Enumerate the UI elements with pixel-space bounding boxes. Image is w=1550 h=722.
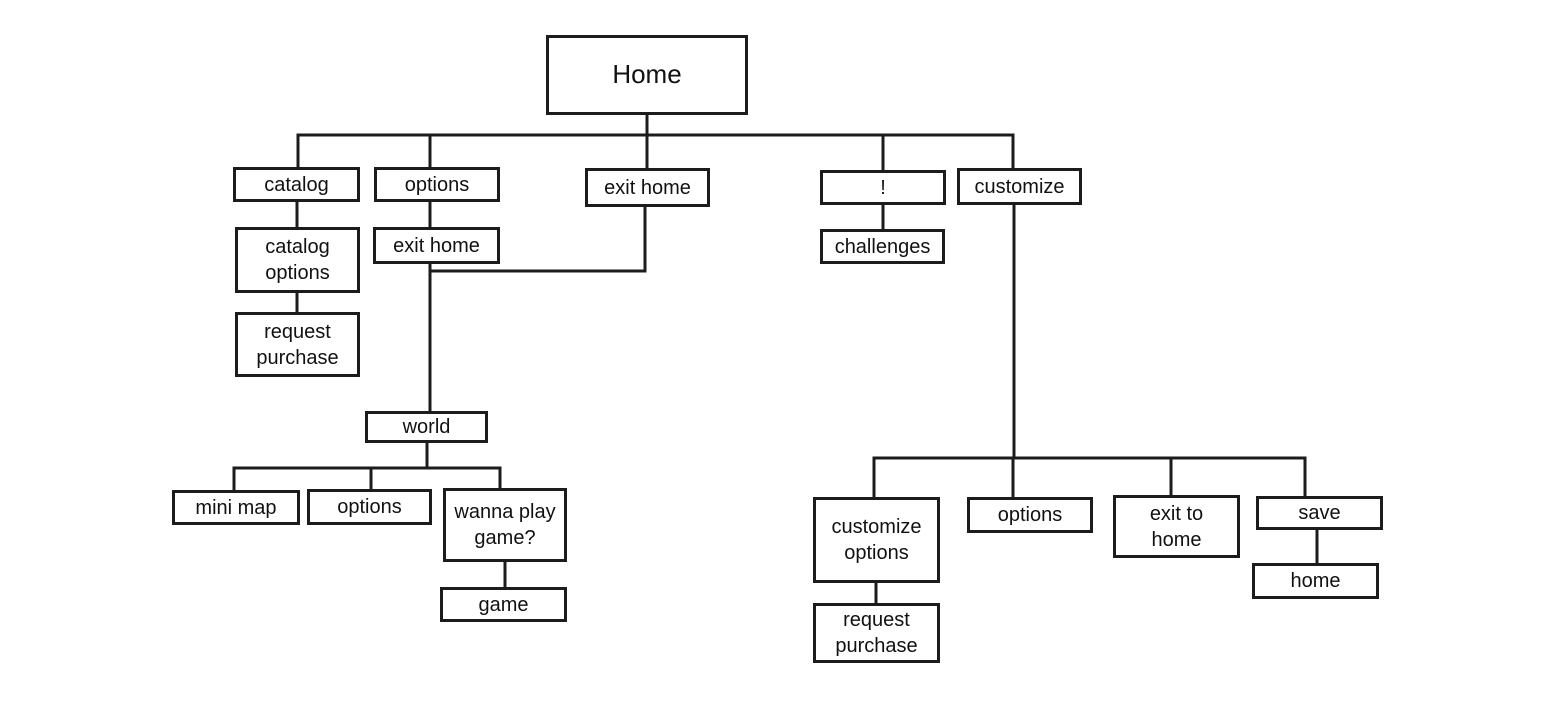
node-options-home: options (374, 167, 500, 202)
node-exit-to-home: exit to home (1113, 495, 1240, 558)
node-mini-map: mini map (172, 490, 300, 525)
node-wanna-play-game: wanna play game? (443, 488, 567, 562)
node-world: world (365, 411, 488, 443)
node-customize: customize (957, 168, 1082, 205)
node-customize-options: customize options (813, 497, 940, 583)
node-request-purchase-right: request purchase (813, 603, 940, 663)
node-home-sub: home (1252, 563, 1379, 599)
node-exit-home-sub: exit home (373, 227, 500, 264)
node-exit-home-top: exit home (585, 168, 710, 207)
node-save: save (1256, 496, 1383, 530)
node-game: game (440, 587, 567, 622)
node-catalog-options: catalog options (235, 227, 360, 293)
node-options-customize: options (967, 497, 1093, 533)
node-alert: ! (820, 170, 946, 205)
node-challenges: challenges (820, 229, 945, 264)
node-catalog: catalog (233, 167, 360, 202)
node-home: Home (546, 35, 748, 115)
node-request-purchase-left: request purchase (235, 312, 360, 377)
node-options-world: options (307, 489, 432, 525)
